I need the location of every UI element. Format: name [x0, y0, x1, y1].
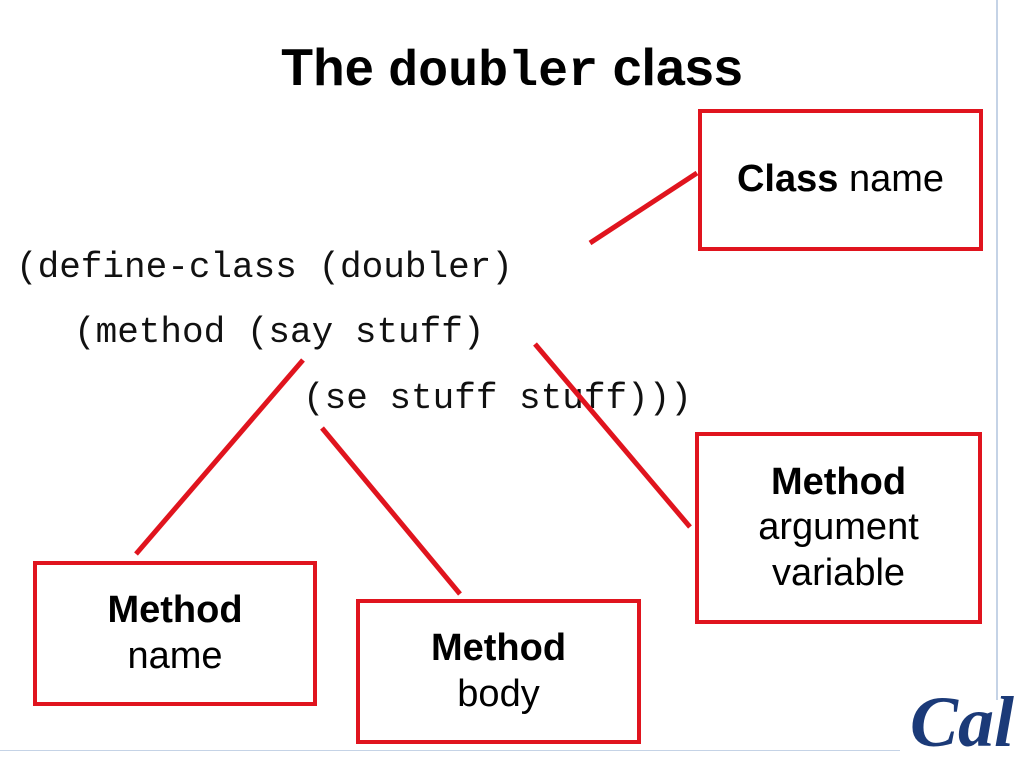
- title-suffix: class: [612, 39, 743, 97]
- code-line-1: (define-class (doubler): [16, 247, 513, 288]
- connector-method-name: [134, 358, 305, 556]
- slide-title: The doubler class: [0, 39, 1024, 101]
- connector-method-argument: [533, 342, 692, 529]
- callout-class-name: Class name: [698, 109, 983, 251]
- title-code: doubler: [388, 44, 599, 101]
- bottom-divider: [0, 750, 900, 751]
- code-line-2: (method (say stuff): [74, 312, 485, 353]
- callout-method-body: Method body: [356, 599, 641, 744]
- callout-method-body-rest: body: [457, 672, 540, 715]
- code-line-3: (se stuff stuff))): [303, 378, 692, 419]
- cal-logo-text: Cal: [910, 682, 1014, 762]
- callout-method-argument-bold: Method: [770, 460, 907, 503]
- callout-method-argument-line2: argument: [758, 506, 919, 549]
- callout-class-name-rest: name: [848, 158, 945, 201]
- callout-method-argument-line3: variable: [771, 551, 906, 594]
- callout-method-name: Method name: [33, 561, 317, 706]
- callout-method-name-rest: name: [127, 634, 223, 677]
- callout-method-argument: Method argument variable: [695, 432, 982, 624]
- callout-method-name-bold: Method: [107, 588, 243, 631]
- callout-method-body-bold: Method: [430, 626, 567, 669]
- callout-class-name-bold: Class: [736, 158, 839, 201]
- connector-class-name: [588, 170, 699, 246]
- callout-class-name-text: Class name: [737, 157, 944, 203]
- connector-method-body: [320, 426, 462, 596]
- cal-logo: Cal: [910, 682, 1014, 762]
- title-prefix: The: [281, 39, 374, 97]
- right-divider: [996, 0, 998, 700]
